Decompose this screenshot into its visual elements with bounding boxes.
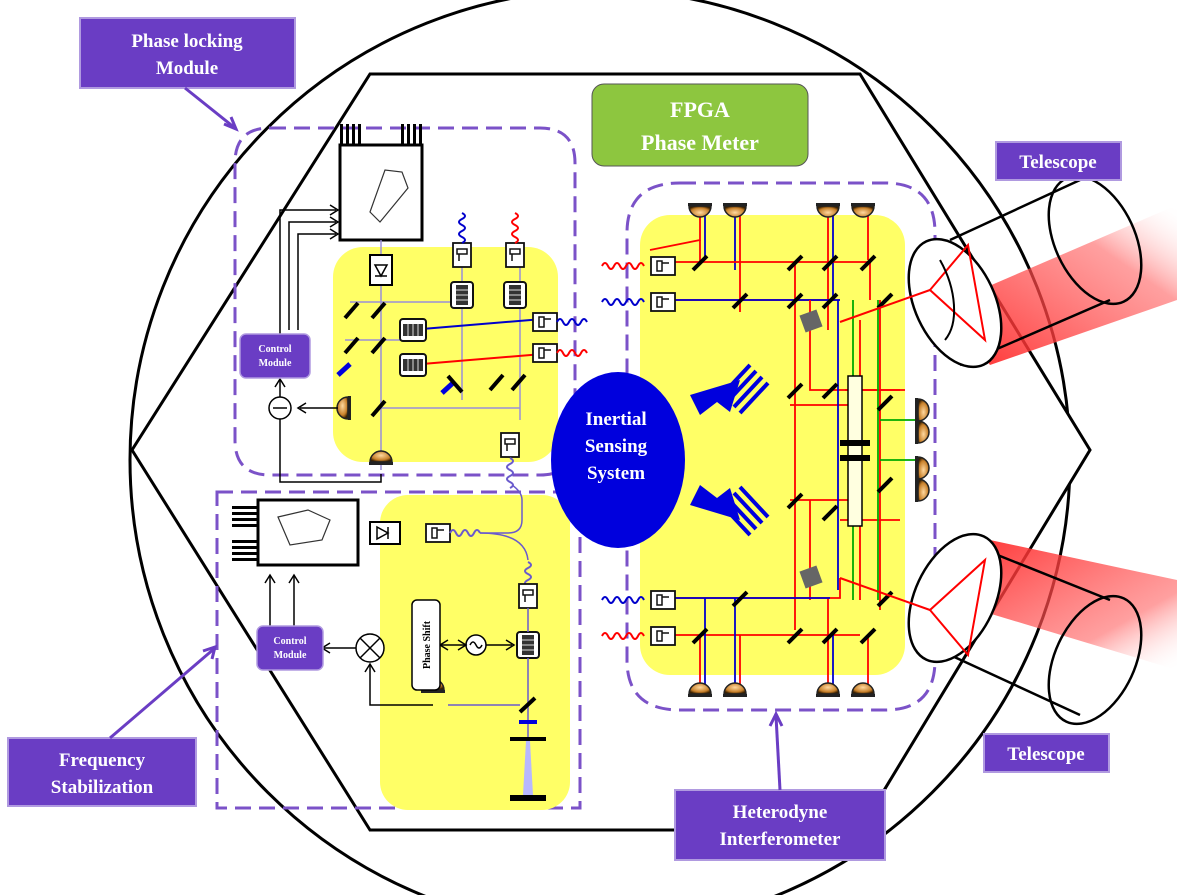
telescope-top-label-box: Telescope: [995, 141, 1122, 181]
telescope-top-graphic: [839, 174, 1177, 369]
fpga-phase-meter-box: [591, 83, 809, 167]
control-module-top-label-2: Module: [259, 358, 292, 369]
inertial-label-1: Inertial: [585, 409, 646, 430]
arrow-in-top: [690, 363, 770, 415]
laser-bottom: [232, 498, 360, 567]
fpga-label-1: FPGA: [670, 97, 730, 122]
control-module-bottom-label-2: Module: [274, 650, 307, 661]
frequency-pointer: [109, 646, 216, 740]
control-module-bottom: [256, 625, 324, 671]
fpga-label-2: Phase Meter: [641, 130, 759, 155]
frequency-label-2: Stabilization: [51, 777, 154, 798]
inertial-label-3: System: [587, 463, 645, 484]
phase-shift-block: [411, 599, 441, 691]
inertial-label-2: Sensing: [585, 436, 648, 457]
frequency-stabilization-dashed-outline: [215, 490, 582, 810]
heterodyne-label-2: Interferometer: [720, 829, 842, 850]
control-module-top: [239, 333, 311, 379]
telescope-bottom-label: Telescope: [1007, 744, 1084, 765]
telescope-top-label: Telescope: [1019, 152, 1096, 173]
control-module-top-label-1: Control: [258, 344, 291, 355]
telescope-bottom-graphic: [839, 532, 1177, 726]
control-module-bottom-label-1: Control: [273, 636, 306, 647]
phase-locking-label-box: Phase locking Module: [79, 17, 296, 89]
heterodyne-dashed-outline: [625, 181, 937, 712]
phase-locking-dashed-outline: [233, 126, 577, 477]
laser-top: [338, 124, 424, 242]
heterodyne-label-1: Heterodyne: [733, 802, 828, 823]
arrow-in-bottom: [690, 485, 770, 537]
heterodyne-label-box: Heterodyne Interferometer: [674, 789, 886, 861]
phase-shift-label: Phase Shift: [422, 620, 433, 669]
phase-locking-bench: [333, 247, 558, 462]
frequency-label-1: Frequency: [59, 750, 146, 771]
inertial-sensing-system: [551, 372, 685, 548]
phase-locking-label-1: Phase locking: [131, 31, 243, 52]
phase-locking-label-2: Module: [156, 58, 218, 79]
telescope-bottom-label-box: Telescope: [983, 733, 1110, 773]
fiber-inputs-top: [601, 256, 676, 312]
fiber-inputs-bottom: [601, 590, 676, 646]
frequency-stabilization-label-box: Frequency Stabilization: [7, 737, 197, 807]
phase-locking-pointer: [184, 86, 236, 130]
heterodyne-pointer: [774, 715, 782, 791]
